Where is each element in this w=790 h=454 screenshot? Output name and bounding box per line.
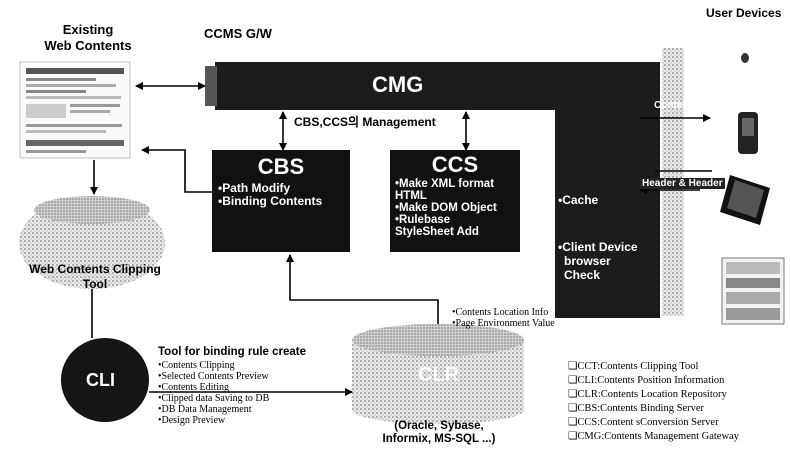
clr-db-line1: (Oracle, Sybase, bbox=[394, 420, 484, 432]
client-line3: Check bbox=[564, 268, 601, 282]
clr-info-line2: •Page Environment Value bbox=[452, 318, 555, 329]
legend-item: ❑CCS:Content sConversion Server bbox=[568, 417, 719, 428]
existing-contents-label: Existing Web Contents bbox=[38, 22, 138, 54]
desktop-screens-icon bbox=[721, 257, 785, 325]
existing-line1: Existing bbox=[62, 22, 114, 37]
management-label: CBS,CCS의 Management bbox=[294, 115, 436, 129]
clr-title: CLR bbox=[418, 364, 460, 386]
user-devices-label: User Devices bbox=[706, 6, 782, 20]
contents-arrow-label: Contents bbox=[654, 100, 698, 111]
cbs-item-list: •Path Modify •Binding Contents bbox=[212, 180, 350, 208]
cbs-item: •Binding Contents bbox=[218, 194, 323, 208]
tool-binding-item: •Design Preview bbox=[158, 415, 226, 426]
web-document-icon bbox=[19, 61, 131, 159]
clipping-line2: Tool bbox=[82, 277, 108, 291]
tool-binding-block: Tool for binding rule create •Contents C… bbox=[158, 346, 348, 426]
legend: ❑CCT:Contents Clipping Tool ❑CLI:Content… bbox=[568, 360, 788, 444]
tool-binding-item: •Contents Editing bbox=[158, 382, 230, 393]
legend-item: ❑CLI:Contents Position Information bbox=[568, 375, 725, 386]
ccs-item-list: •Make XML format HTML •Make DOM Object •… bbox=[390, 178, 520, 238]
laptop-icon bbox=[720, 175, 770, 225]
cli-sphere bbox=[61, 338, 149, 422]
client-device-label: •Client Device browser Check bbox=[558, 240, 638, 282]
clr-db-line2: Informix, MS-SQL ...) bbox=[382, 433, 496, 445]
ccs-item: •Rulebase bbox=[395, 214, 451, 226]
ccs-item: •Make DOM Object bbox=[395, 202, 497, 214]
diagram-title: CCMS G/W bbox=[204, 26, 272, 41]
clipping-tool-label: Web Contents Clipping Tool bbox=[10, 262, 180, 292]
pda-icon bbox=[738, 112, 758, 154]
legend-item: ❑CMG:Contents Management Gateway bbox=[568, 431, 739, 442]
existing-line2: Web Contents bbox=[44, 38, 132, 53]
clr-cylinder bbox=[352, 324, 524, 424]
cli-title: CLI bbox=[86, 370, 115, 390]
phone-icon-small bbox=[741, 53, 749, 63]
client-line1: •Client Device bbox=[558, 240, 638, 254]
ccs-item: •Make XML format bbox=[395, 178, 495, 190]
tool-binding-item: •Clipped data Saving to DB bbox=[158, 393, 270, 404]
clr-db-label: (Oracle, Sybase, Informix, MS-SQL ...) bbox=[356, 420, 522, 446]
cbs-box: CBS •Path Modify •Binding Contents bbox=[212, 150, 350, 252]
clr-info-line1: •Contents Location Info bbox=[452, 307, 549, 318]
cmg-title: CMG bbox=[372, 72, 424, 97]
cbs-title: CBS bbox=[257, 154, 305, 179]
cache-label: •Cache bbox=[558, 193, 599, 207]
client-line2: browser bbox=[564, 254, 611, 268]
cmg-bar bbox=[215, 62, 660, 318]
ccs-item: StyleSheet Add bbox=[395, 226, 479, 238]
ccs-item: HTML bbox=[395, 190, 427, 202]
legend-item: ❑CBS:Contents Binding Server bbox=[568, 403, 705, 414]
legend-item: ❑CLR:Contents Location Repository bbox=[568, 389, 727, 400]
cbs-item: •Path Modify bbox=[218, 181, 291, 195]
tool-binding-item: •Selected Contents Preview bbox=[158, 371, 269, 382]
clipping-line1: Web Contents Clipping bbox=[29, 262, 161, 276]
ccs-box: CCS •Make XML format HTML •Make DOM Obje… bbox=[390, 150, 520, 252]
tool-binding-item: •DB Data Management bbox=[158, 404, 252, 415]
ccs-title: CCS bbox=[431, 152, 479, 177]
header-arrow-label: Header & Header bbox=[640, 178, 725, 189]
legend-item: ❑CCT:Contents Clipping Tool bbox=[568, 361, 699, 372]
tool-binding-title: Tool for binding rule create bbox=[158, 346, 307, 358]
clr-info: •Contents Location Info •Page Environmen… bbox=[452, 307, 555, 329]
tool-binding-item: •Contents Clipping bbox=[158, 360, 235, 371]
